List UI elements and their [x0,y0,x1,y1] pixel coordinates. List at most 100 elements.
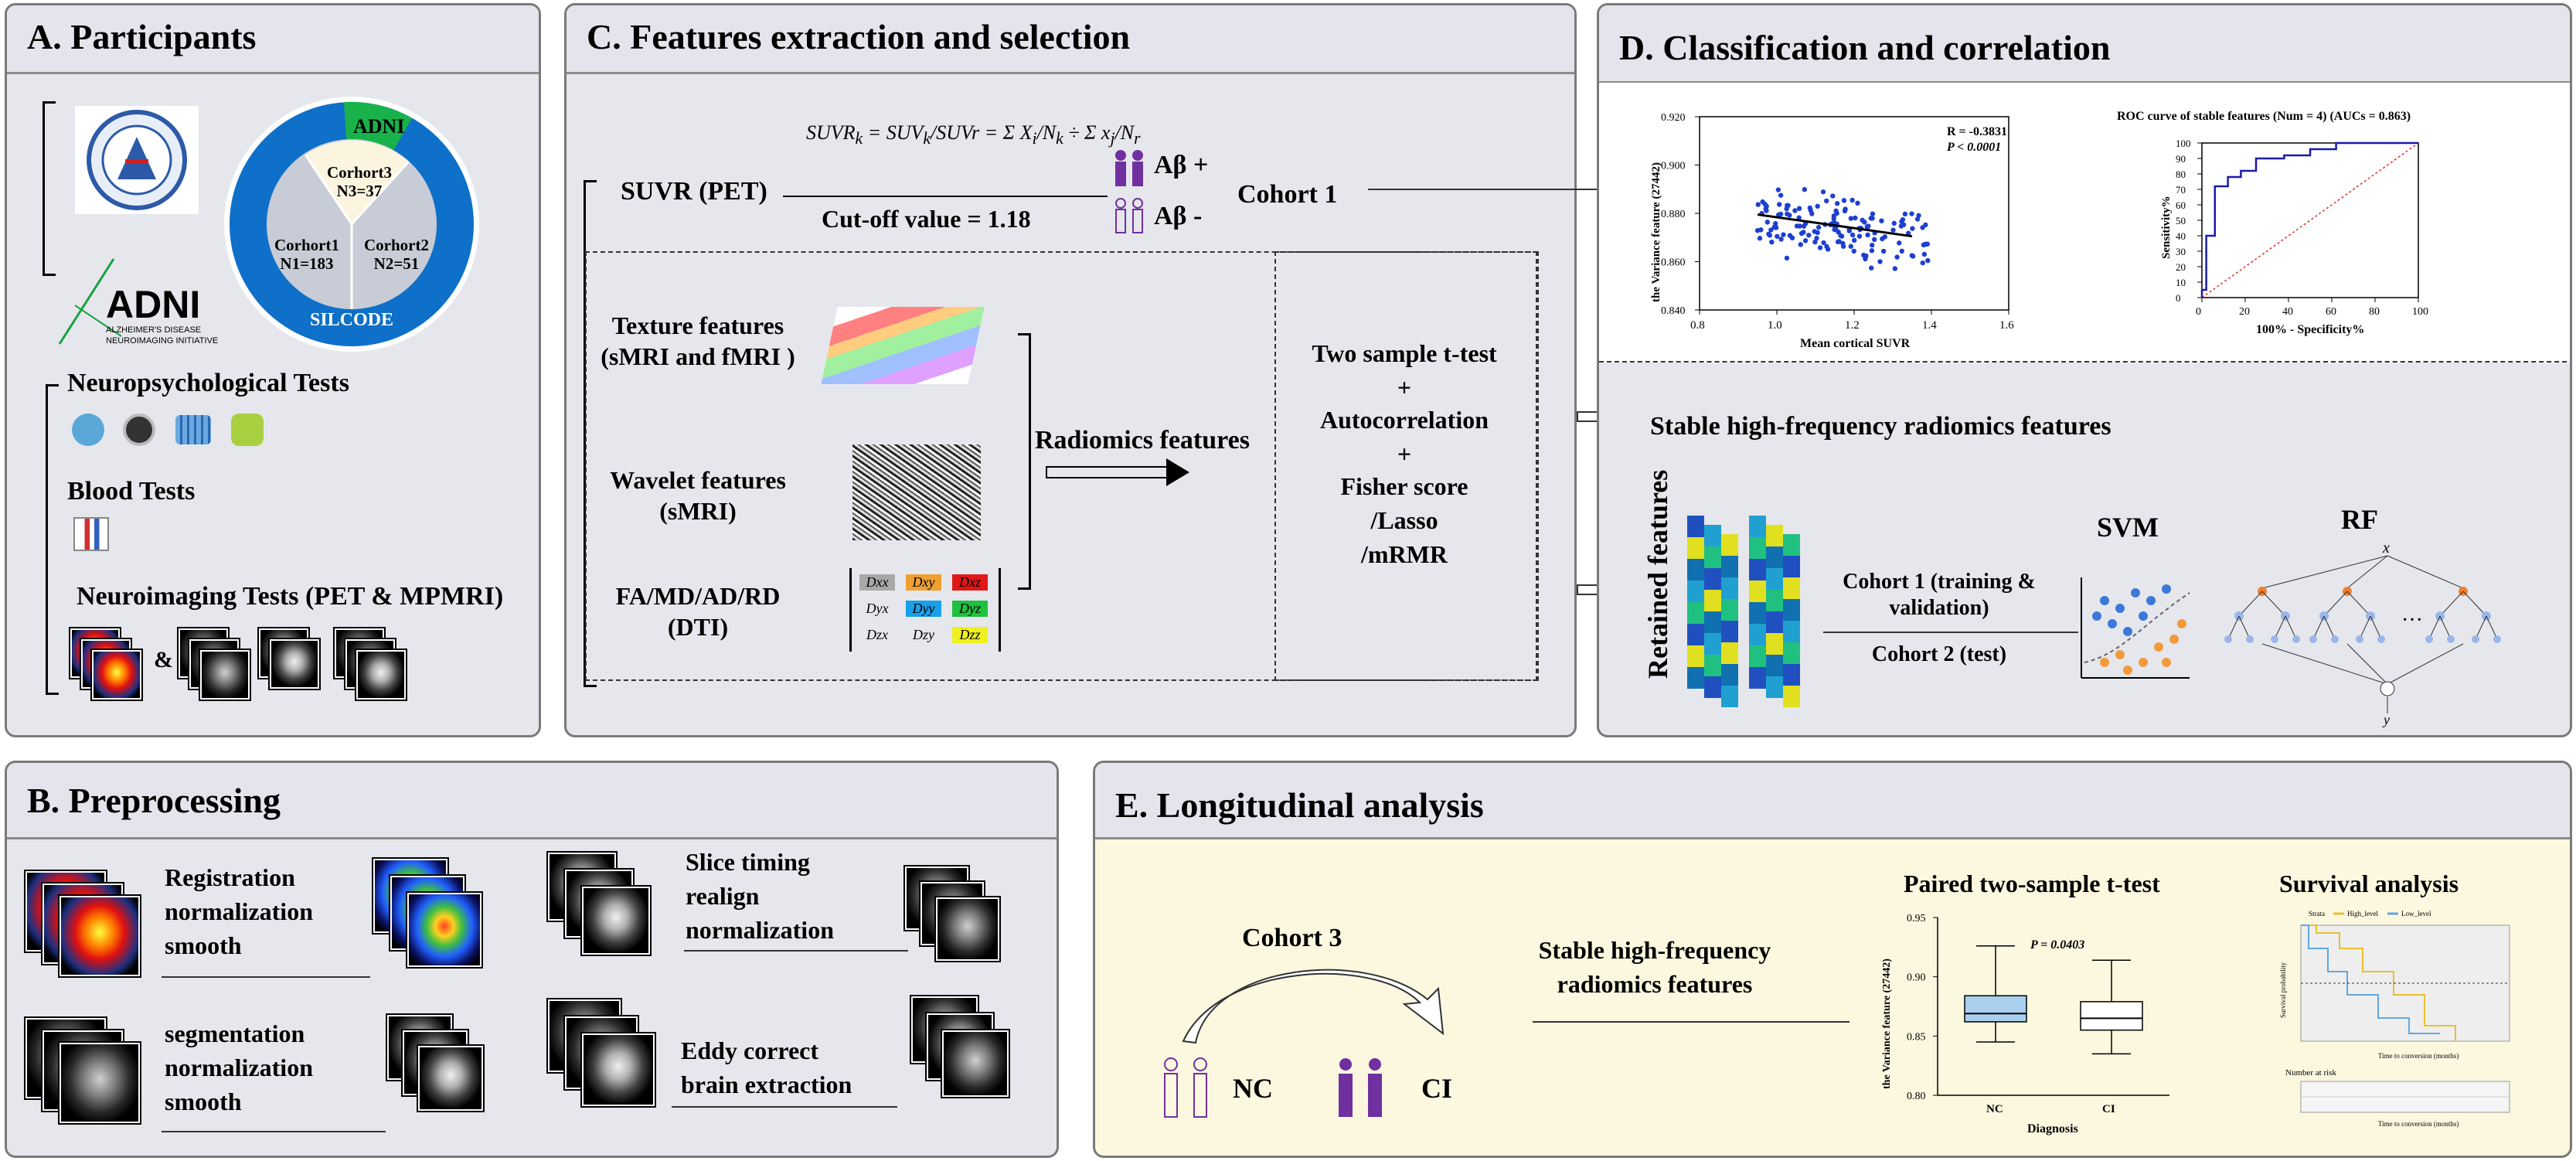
x-tick-label: 1.2 [1845,319,1860,332]
x-tick-label: 40 [2282,306,2293,318]
donut-label-adni: ADNI [353,115,405,138]
stable-features-label: Stable high-frequency [1538,936,1771,964]
smri-step: normalization [165,1054,313,1081]
heatmap-cell [1783,686,1800,707]
scatter-point [1839,233,1845,239]
scatter-point [1830,193,1836,199]
university-logo [75,106,199,214]
y-tick-label: 40 [2176,230,2186,242]
y-tick-label: 0.880 [1661,209,1686,220]
rf-edge [2439,591,2464,617]
rf-edge [2238,591,2263,617]
scatter-point [1848,243,1853,249]
svm-label: SVM [2097,512,2159,543]
scatter-point [1781,232,1786,237]
scatter-point [1762,201,1768,207]
svm-point [2139,658,2148,667]
correlation-p: P < 0.0001 [1946,141,2001,154]
correlation-r: R = -0.3831 [1947,125,2007,138]
y-tick-label: 10 [2176,277,2186,288]
heatmap-cell [1704,676,1721,698]
heatmap-cell [1783,621,1800,642]
y-tick-label: 0.860 [1661,257,1686,269]
selection-method: Two sample t-test [1312,339,1497,367]
survival-title: Survival analysis [2279,870,2459,897]
dti-label: FA/MD/AD/RD [615,582,781,610]
scatter-point [1900,216,1906,223]
tensor-cell-yx: Dyx [866,601,889,616]
heatmap-cell [1704,611,1721,633]
x-tick-label: 60 [2326,306,2336,318]
radiomics-arrow-head [1166,458,1189,486]
scatter-point [1832,226,1837,233]
legend-title: Strata [2309,910,2325,918]
scatter-point [1792,208,1798,213]
heatmap-cell [1749,537,1766,559]
smri-arrow [162,1131,386,1132]
tensor-matrix: Dxx Dxy Dxz Dyx Dyy Dyz Dzx Dzy Dzz [849,568,1001,652]
scatter-point [1909,211,1914,216]
svm-point [2108,619,2117,628]
rf-edge [2439,615,2452,640]
rf-edge [2370,615,2382,640]
heatmap-cell [1766,546,1783,568]
rf-node [2377,635,2385,643]
donut-label-silcode: SILCODE [309,310,394,330]
scatter-point [1870,211,1876,216]
keyboard-test-icon [175,415,211,444]
svm-point [2162,584,2171,594]
rf-edge [2261,643,2388,685]
rf-node [2292,635,2300,643]
stable-arrow [1533,1021,1849,1023]
tensor-cell-zz: Dzz [952,627,988,643]
selection-method: + [1397,373,1412,401]
selection-method: + [1397,440,1412,468]
panel-title: C. Features extraction and selection [587,17,1131,56]
scatter-point [1758,227,1764,233]
heatmap-cell [1749,624,1766,645]
tensor-cell-zy: Dzy [913,627,934,642]
scatter-point [1920,260,1925,266]
rf-edge [2285,615,2297,640]
cutoff-label: Cut-off value = 1.18 [822,205,1031,233]
dti-arrow [672,1106,897,1108]
smri-step: smooth [165,1088,242,1115]
scatter-point [1843,206,1848,212]
heatmap-cell [1766,655,1783,676]
neuropsych-tests-label: Neuropsychological Tests [67,369,349,397]
nc-people-icon [1155,1057,1217,1118]
scatter-point [1768,227,1774,233]
scatter-point [1925,257,1931,264]
to-stable-arrow [1577,411,1611,422]
heatmap-cell [1721,642,1738,664]
smri-image [60,1043,140,1123]
panel-longitudinal: E. Longitudinal analysis Cohort 3 NC CI … [1093,761,2572,1158]
scatter-point [1776,202,1782,207]
rf-edge [2261,555,2388,589]
pet-image [92,650,141,700]
scatter-point [1879,218,1884,223]
scatter-point [1865,232,1870,238]
suvr-arrow [783,196,1108,197]
y-tick-label: 60 [2176,199,2186,211]
scatter-point [1848,216,1854,221]
heatmap-cell [1721,686,1738,707]
scatter-point [1796,215,1802,220]
heatmap-cell [1687,537,1704,559]
heatmap-cell [1766,633,1783,655]
abeta-pos-person-icon [1111,149,1147,188]
heatmap-cell [1721,577,1738,599]
svm-plot [2081,577,2190,679]
scatter-point [1920,225,1925,230]
heatmap-cell [1704,525,1721,546]
y-tick-label: 0.90 [1907,972,1926,984]
scatter-point [1784,255,1790,261]
x-axis-label: Mean cortical SUVR [1800,337,1911,350]
bracket-line [43,101,56,276]
rf-edge [2346,591,2371,617]
panel-header: B. Preprocessing [7,763,1057,839]
scatter-point [1778,192,1784,198]
retained-features-label: Retained features [1642,469,1673,679]
scatter-point [1775,187,1781,192]
rf-edge [2227,615,2240,640]
